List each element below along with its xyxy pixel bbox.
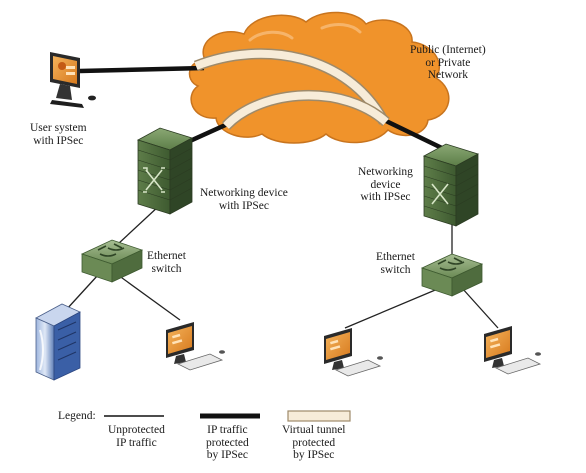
legend-swatch-tunnel [287, 410, 351, 422]
user-system-label-line-1: User system [30, 122, 87, 134]
legend-item-ipsec-line-1: IP traffic [207, 424, 248, 436]
workstation-left [166, 322, 225, 371]
ethernet-switch-right-label-line-2: switch [380, 263, 411, 276]
network-label-line-1: Public (Internet) [410, 44, 486, 56]
ethernet-switch-left-label-line-2: switch [151, 262, 182, 275]
virtual-tunnel-user-to-right-fill [194, 49, 388, 124]
ethernet-switch-right-label: Ethernet switch [376, 251, 415, 276]
workstation-right-b [484, 326, 542, 375]
networking-device-left [136, 127, 194, 215]
ipsec-link-user-system [79, 65, 205, 74]
networking-device-right-label-line-1: Networking [358, 166, 413, 178]
user-system-label: User system with IPSec [30, 122, 87, 147]
user-system-label-line-2: with IPSec [33, 134, 84, 147]
legend-title: Legend: [58, 410, 96, 422]
ethernet-switch-left-label-line-1: Ethernet [147, 250, 186, 262]
networking-device-left-label-line-2: with IPSec [218, 199, 269, 212]
legend-item-tunnel-line-1: Virtual tunnel [282, 424, 346, 436]
ethernet-switch-left-label: Ethernet switch [147, 250, 186, 275]
network-label: Public (Internet) or Private Network [410, 44, 486, 82]
network-label-line-3: Network [427, 69, 468, 81]
user-system-pc [50, 52, 96, 108]
networking-device-left-label: Networking device with IPSec [200, 187, 288, 212]
legend-item-ipsec: IP traffic protected by IPSec [206, 424, 249, 462]
networking-device-left-label-line-1: Networking device [200, 187, 288, 199]
cloud-highlight [248, 23, 362, 42]
legend-item-unprotected-line-2: IP traffic [116, 436, 157, 449]
ethernet-switch-left [80, 239, 144, 283]
legend-item-unprotected-line-1: Unprotected [108, 424, 165, 436]
networking-device-right-label-line-2: device [370, 178, 401, 191]
networking-device-right-label: Networking device with IPSec [358, 166, 413, 204]
workstation-right-a [324, 328, 383, 377]
ipsec-link-right-device [383, 117, 447, 153]
ethernet-switch-right-label-line-1: Ethernet [376, 251, 415, 263]
legend-item-tunnel: Virtual tunnel protected by IPSec [282, 424, 346, 462]
legend-item-tunnel-line-3: by IPSec [293, 449, 335, 461]
network-label-line-2: or Private [425, 56, 471, 69]
legend-item-unprotected: Unprotected IP traffic [108, 424, 165, 449]
server-tower [35, 303, 81, 381]
networking-device-right [422, 143, 480, 227]
legend-item-tunnel-line-2: protected [292, 436, 336, 449]
legend-item-ipsec-line-2: protected [206, 436, 249, 449]
virtual-tunnel-left-to-right-fill [223, 91, 389, 129]
networking-device-right-label-line-3: with IPSec [360, 191, 411, 203]
legend-item-ipsec-line-3: by IPSec [206, 449, 248, 461]
ethernet-switch-right [420, 253, 484, 297]
